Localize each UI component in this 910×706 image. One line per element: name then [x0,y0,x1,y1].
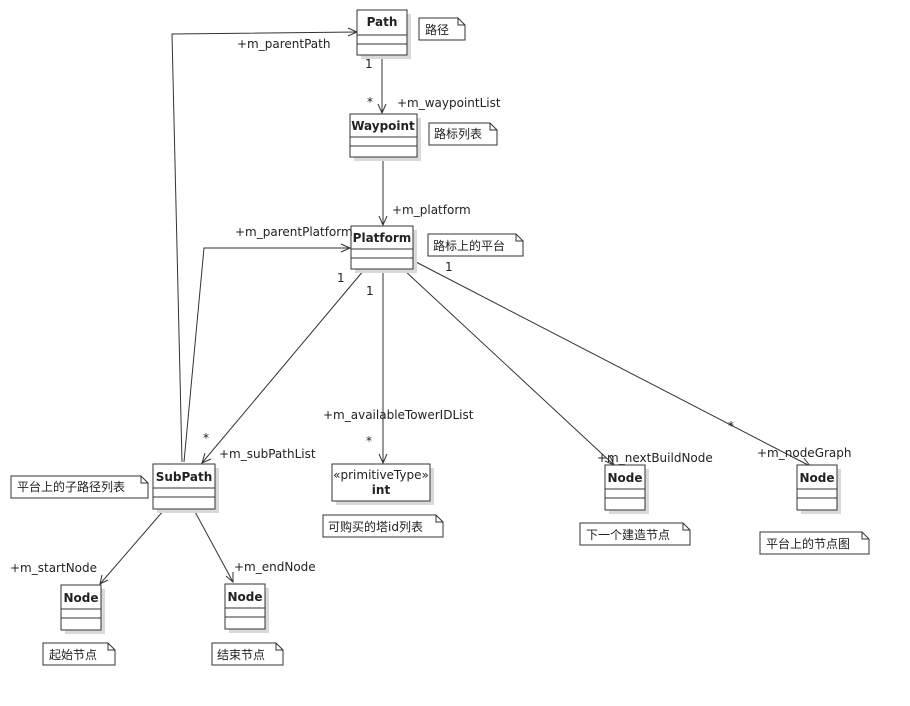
class-node-start-name: Node [63,591,98,605]
class-waypoint[interactable]: Waypoint [349,113,421,161]
role-sub-path-list: +m_subPathList [219,447,316,461]
class-subpath-name: SubPath [156,470,213,484]
mult-subpath-source: 1 [337,271,345,285]
assoc-available-tower-ids [378,270,388,465]
assoc-parent-path [171,27,359,463]
note-node-next-build-text: 下一个建造节点 [586,528,670,542]
mult-node-graph-source: 1 [445,260,453,274]
assoc-parent-platform [183,243,352,463]
note-waypoint-text: 路标列表 [434,126,482,141]
role-node-graph: +m_nodeGraph [757,446,852,460]
class-node-start[interactable]: Node [60,584,105,634]
class-int-name: int [372,483,391,497]
note-platform[interactable]: 路标上的平台 [427,233,524,257]
mult-waypoint-target: * [367,95,373,109]
class-node-next-build[interactable]: Node [604,464,649,514]
role-next-build-node: +m_nextBuildNode [597,451,713,465]
class-platform[interactable]: Platform [350,225,417,273]
assoc-next-build-node [403,269,615,466]
role-waypoint-list: +m_waypointList [397,96,501,110]
note-subpath-text: 平台上的子路径列表 [17,479,125,494]
class-waypoint-name: Waypoint [351,119,415,133]
class-node-graph[interactable]: Node [796,464,841,514]
mult-node-graph-target: * [728,419,734,433]
role-parent-path: +m_parentPath [237,37,330,51]
assoc-end-node [193,509,234,584]
note-node-start-text: 起始节点 [49,648,97,662]
assoc-start-node [99,509,165,585]
assoc-sub-path-list [201,269,365,464]
class-int-stereotype: «primitiveType» [333,468,429,482]
class-node-next-build-name: Node [607,471,642,485]
assoc-platform [378,157,388,227]
note-node-graph[interactable]: 平台上的节点图 [759,531,870,555]
class-subpath[interactable]: SubPath [152,463,219,513]
mult-tower-ids-source: 1 [366,284,374,298]
mult-path-source: 1 [365,57,373,71]
class-node-graph-name: Node [799,471,834,485]
class-node-end[interactable]: Node [224,583,269,633]
mult-tower-ids-target: * [366,434,372,448]
note-node-end[interactable]: 结束节点 [211,642,284,666]
note-int-type-text: 可购买的塔id列表 [328,519,423,534]
note-path[interactable]: 路径 [418,17,466,41]
note-platform-text: 路标上的平台 [433,238,505,253]
note-node-start[interactable]: 起始节点 [42,642,116,666]
note-waypoint[interactable]: 路标列表 [428,122,498,146]
role-end-node: +m_endNode [234,560,316,574]
note-node-end-text: 结束节点 [217,648,265,662]
note-int-type[interactable]: 可购买的塔id列表 [322,514,444,538]
assoc-waypoint-list [377,55,387,115]
note-node-graph-text: 平台上的节点图 [766,536,850,551]
role-platform: +m_platform [392,203,471,217]
note-path-text: 路径 [425,22,449,37]
class-int[interactable]: «primitiveType» int [331,463,434,505]
note-node-next-build[interactable]: 下一个建造节点 [579,522,691,546]
role-parent-platform: +m_parentPlatform [235,225,353,239]
role-start-node: +m_startNode [10,561,97,575]
class-platform-name: Platform [353,231,412,245]
class-node-end-name: Node [227,590,262,604]
mult-subpath-target: * [203,431,209,445]
class-path[interactable]: Path [356,9,411,59]
class-path-name: Path [367,15,398,29]
note-subpath[interactable]: 平台上的子路径列表 [10,475,149,499]
role-available-tower-ids: +m_availableTowerIDList [323,408,474,422]
assoc-node-graph [415,261,812,467]
